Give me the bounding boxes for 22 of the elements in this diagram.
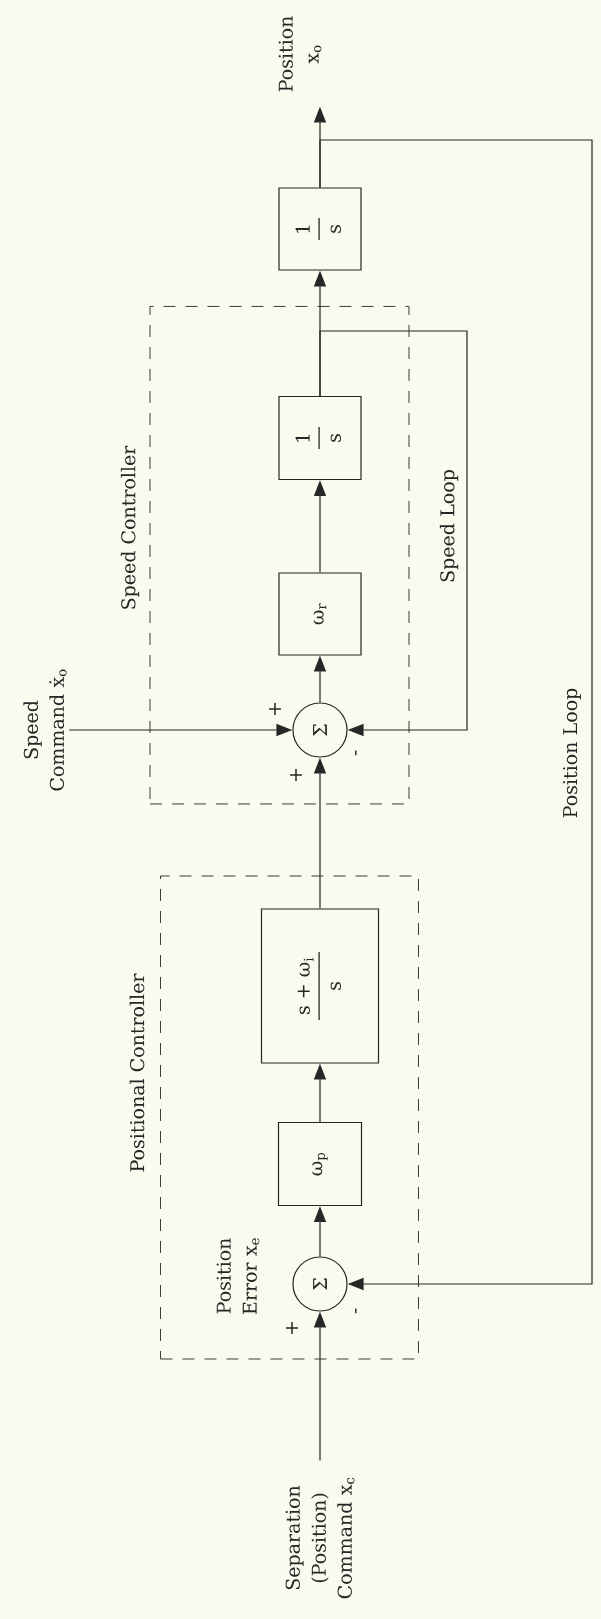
feedback-arrow <box>319 139 593 1291</box>
edge-label: Position Loop <box>563 688 581 818</box>
feedback-arrow <box>319 330 468 737</box>
sign-label: + <box>286 1322 298 1334</box>
node-label: Speed Controller <box>120 445 140 609</box>
sign-label: - <box>355 750 357 756</box>
node-label: Positional Controller <box>129 973 145 1172</box>
summing-junction: Σ <box>292 1256 348 1312</box>
signal-label: Speed Command ẋ$_{o}$ <box>23 669 67 791</box>
signal-label: Position x$_{o}$ <box>278 16 322 92</box>
transfer-function-block: ω$_{p}$ <box>277 1121 363 1207</box>
sign-label: + <box>290 769 302 781</box>
edge-label: Speed Loop <box>439 470 459 582</box>
sign-label: + <box>269 703 281 715</box>
transfer-function-block: 1 s <box>278 395 362 481</box>
transfer-function-block: 1 s <box>278 187 362 271</box>
summing-junction: Σ <box>292 702 348 758</box>
sign-label: - <box>355 1308 357 1314</box>
edge-label: Position Error x$_{e}$ <box>216 1238 260 1314</box>
transfer-function-block: s + ω$_{i}$ s <box>260 908 380 1064</box>
signal-label: Separation (Position) Command x$_{c}$ <box>285 1477 355 1599</box>
transfer-function-block: ω$_{r}$ <box>278 572 362 656</box>
